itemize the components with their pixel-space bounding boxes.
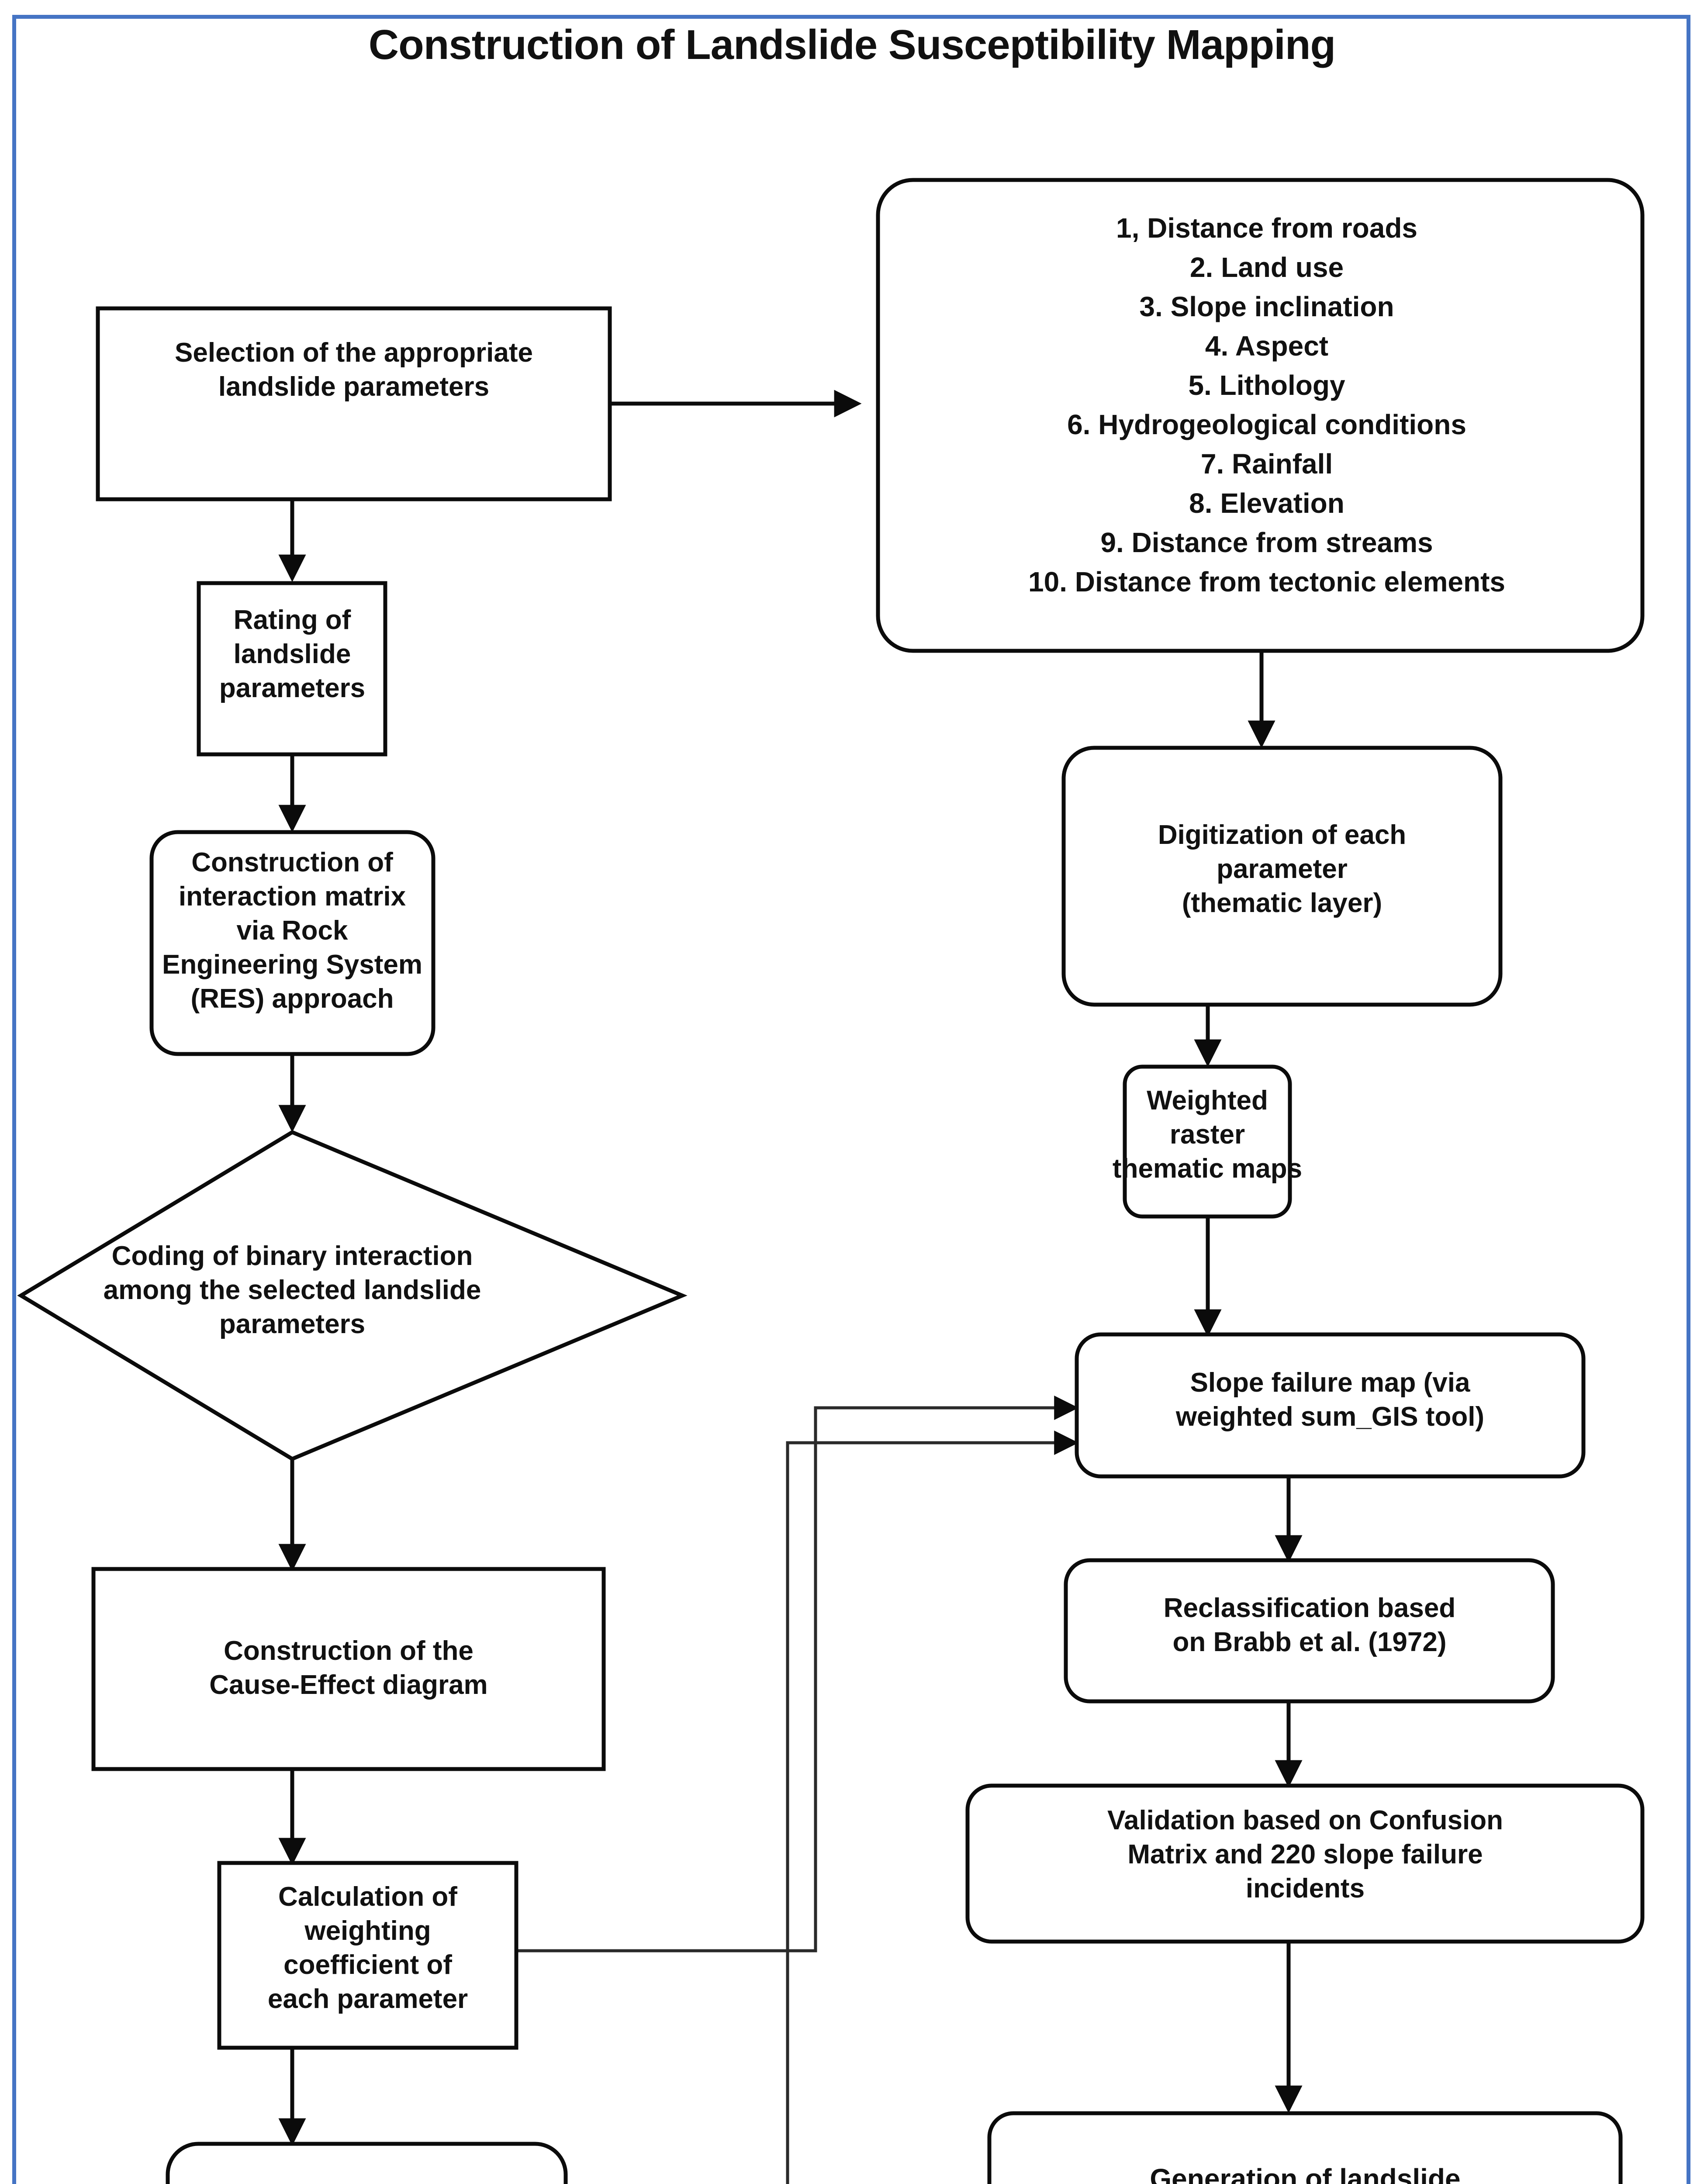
node-coding-line-2: parameters (219, 1309, 365, 1339)
node-digitization[interactable]: Digitization of each parameter (thematic… (1061, 746, 1503, 1007)
node-coding[interactable]: Coding of binary interaction among the s… (17, 1130, 688, 1462)
node-weighting-line-3: each parameter (268, 1984, 468, 2014)
node-weighting-line-0: Calculation of (278, 1882, 457, 1912)
node-instability[interactable]: Estimation of landslide instability inde… (166, 2142, 568, 2184)
node-validation[interactable]: Validation based on Confusion Matrix and… (965, 1783, 1645, 1944)
node-interaction-matrix[interactable]: Construction of interaction matrix via R… (149, 830, 436, 1056)
parameter-item-6: 6. Hydrogeological conditions (1067, 409, 1466, 440)
parameter-item-2: 2. Land use (1190, 252, 1344, 283)
node-interaction-matrix-line-1: interaction matrix (179, 881, 406, 912)
node-validation-line-0: Validation based on Confusion (1107, 1805, 1503, 1835)
node-reclassification-line-0: Reclassification based (1164, 1593, 1456, 1623)
parameter-item-4: 4. Aspect (1205, 330, 1328, 362)
node-rating-line-1: landslide (234, 639, 351, 669)
node-interaction-matrix-line-2: via Rock (236, 916, 348, 946)
node-cause-effect[interactable]: Construction of the Cause-Effect diagram (91, 1567, 606, 1771)
parameter-item-1: 1, Distance from roads (1116, 212, 1417, 244)
node-generation-line-0: Generation of landslide (1150, 2163, 1460, 2184)
node-digitization-line-0: Digitization of each (1158, 820, 1406, 850)
node-selection-line-0: Selection of the appropriate (175, 338, 533, 368)
node-weighted-raster-line-2: thematic maps (1113, 1154, 1302, 1184)
node-weighted-raster-line-1: raster (1170, 1120, 1245, 1150)
node-weighted-raster[interactable]: Weighted raster thematic maps (1113, 1064, 1302, 1219)
node-weighting-line-2: coefficient of (283, 1950, 452, 1980)
node-coding-line-1: among the selected landslide (104, 1275, 481, 1305)
node-parameters-list[interactable]: 1, Distance from roads 2. Land use 3. Sl… (876, 178, 1645, 653)
node-validation-line-2: incidents (1246, 1873, 1365, 1904)
node-weighting-line-1: weighting (304, 1916, 431, 1946)
node-weighting[interactable]: Calculation of weighting coefficient of … (217, 1861, 518, 2050)
node-selection-line-1: landslide parameters (218, 372, 489, 402)
node-interaction-matrix-line-4: (RES) approach (190, 984, 394, 1014)
parameter-item-9: 9. Distance from streams (1100, 527, 1433, 558)
node-cause-effect-line-0: Construction of the (224, 1636, 474, 1666)
node-weighted-raster-line-0: Weighted (1147, 1085, 1268, 1116)
node-reclassification[interactable]: Reclassification based on Brabb et al. (… (1064, 1558, 1555, 1704)
edge-weighting-to-slope-failure (516, 1396, 1079, 1952)
parameter-item-3: 3. Slope inclination (1139, 291, 1394, 322)
node-digitization-line-1: parameter (1217, 854, 1348, 884)
node-generation[interactable]: Generation of landslide susceptibility m… (987, 2111, 1623, 2184)
node-selection[interactable]: Selection of the appropriate landslide p… (96, 306, 612, 501)
page-title: Construction of Landslide Susceptibility… (368, 21, 1336, 68)
node-rating-line-2: parameters (219, 673, 365, 703)
node-coding-line-0: Coding of binary interaction (112, 1241, 473, 1271)
node-reclassification-line-1: on Brabb et al. (1972) (1172, 1627, 1446, 1657)
node-slope-failure-line-1: weighted sum_GIS tool) (1175, 1402, 1484, 1432)
parameter-item-10: 10. Distance from tectonic elements (1028, 566, 1505, 598)
node-rating-line-0: Rating of (234, 605, 351, 635)
node-interaction-matrix-line-3: Engineering System (162, 950, 422, 980)
parameter-item-5: 5. Lithology (1188, 370, 1345, 401)
node-slope-failure-line-0: Slope failure map (via (1190, 1368, 1470, 1398)
node-cause-effect-line-1: Cause-Effect diagram (209, 1670, 487, 1700)
edge-instability-to-slope-failure (786, 1431, 1079, 2184)
node-slope-failure[interactable]: Slope failure map (via weighted sum_GIS … (1075, 1332, 1586, 1479)
node-digitization-line-2: (thematic layer) (1182, 888, 1382, 918)
node-validation-line-1: Matrix and 220 slope failure (1127, 1839, 1483, 1870)
node-interaction-matrix-line-0: Construction of (191, 847, 393, 878)
node-rating[interactable]: Rating of landslide parameters (197, 581, 387, 757)
parameter-item-8: 8. Elevation (1189, 487, 1345, 519)
parameter-item-7: 7. Rainfall (1201, 448, 1333, 480)
